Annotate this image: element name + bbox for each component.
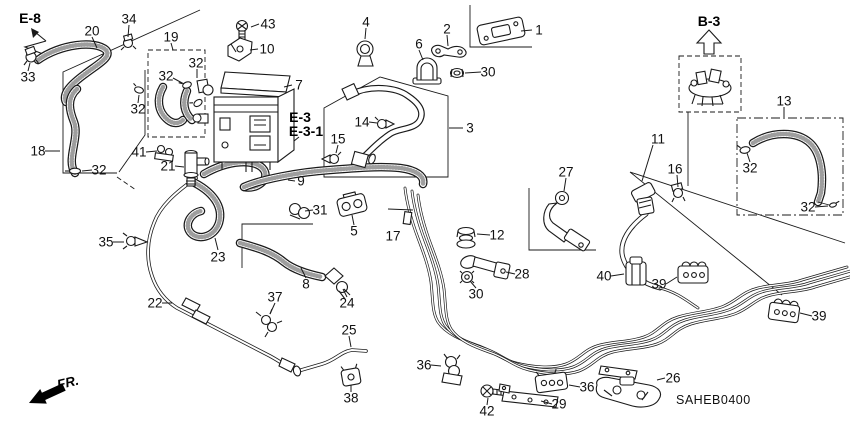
part-16-clamp	[670, 182, 686, 203]
part-39-pipe-clamp	[677, 261, 709, 284]
part-1-plate	[476, 16, 526, 46]
part-24-joint	[324, 267, 351, 300]
part-25-fuel-hose	[292, 348, 368, 377]
part-43-bolt	[235, 19, 249, 41]
part-40-clip	[625, 256, 647, 286]
part-8-hose	[240, 243, 322, 277]
box-b3	[678, 55, 742, 113]
e8-arrow-icon	[23, 28, 47, 55]
box-8-corner	[241, 223, 313, 268]
part-fuel-pump-module	[688, 68, 732, 107]
part-30-grommet-top	[449, 67, 465, 79]
box-13	[736, 117, 844, 216]
part-6-clamp	[412, 57, 442, 85]
part-11-fuel-feed-hose	[622, 182, 700, 310]
reference-frames	[62, 5, 846, 296]
part-27-bracket	[543, 190, 591, 252]
part-15-clamp	[320, 151, 342, 165]
part-5-rubber-mount	[336, 191, 368, 217]
part-32-clamp	[736, 144, 751, 154]
part-32-clamp	[829, 200, 840, 208]
part-33-clamp	[23, 45, 40, 66]
part-29-bracket-strip	[498, 383, 559, 408]
part-28-bracket	[460, 255, 511, 280]
part-12-grommet	[456, 226, 476, 249]
part-3-hose-assembly	[341, 82, 421, 169]
leader-lines	[27, 23, 829, 406]
part-32-clamp	[133, 82, 144, 94]
part-7-canister	[192, 71, 295, 172]
part-23-hose	[188, 181, 220, 237]
part-32-clamp	[189, 98, 203, 108]
part-19-hoses	[159, 87, 192, 123]
diagram-code: SAHEB0400	[676, 393, 751, 407]
part-31-clamp	[288, 202, 311, 220]
part-14-clamp	[374, 116, 396, 130]
part-26-bracket-assembly	[595, 365, 662, 408]
part-10-bracket	[227, 37, 253, 62]
part-13-hose	[753, 134, 834, 207]
fr-arrow-icon	[29, 383, 66, 404]
part-41-clamp	[154, 144, 174, 162]
box-27-corner	[528, 188, 596, 251]
b3-arrow-icon	[695, 29, 723, 55]
part-35-clip	[122, 232, 149, 250]
part-36-clamp	[534, 368, 569, 394]
part-34-clamp	[120, 33, 137, 51]
part-4-clamp	[356, 40, 374, 67]
part-21-joint	[183, 149, 210, 187]
part-32-clamp	[178, 81, 192, 89]
part-38-clamp	[340, 363, 362, 387]
part-2-bracket	[431, 44, 467, 58]
part-37-clip	[255, 308, 283, 338]
part-30-grommet-mid	[459, 270, 475, 284]
part-39-pipe-clamp	[767, 298, 801, 324]
part-36-clamp	[441, 353, 463, 386]
part-22-fuel-pipe	[146, 176, 296, 373]
part-32-clamp	[65, 167, 82, 175]
box-1-corner	[469, 5, 532, 48]
part-18-hose	[70, 89, 77, 173]
box-3	[323, 76, 449, 178]
part-9-hose	[204, 162, 423, 187]
part-main-fuel-pipes	[387, 186, 850, 376]
